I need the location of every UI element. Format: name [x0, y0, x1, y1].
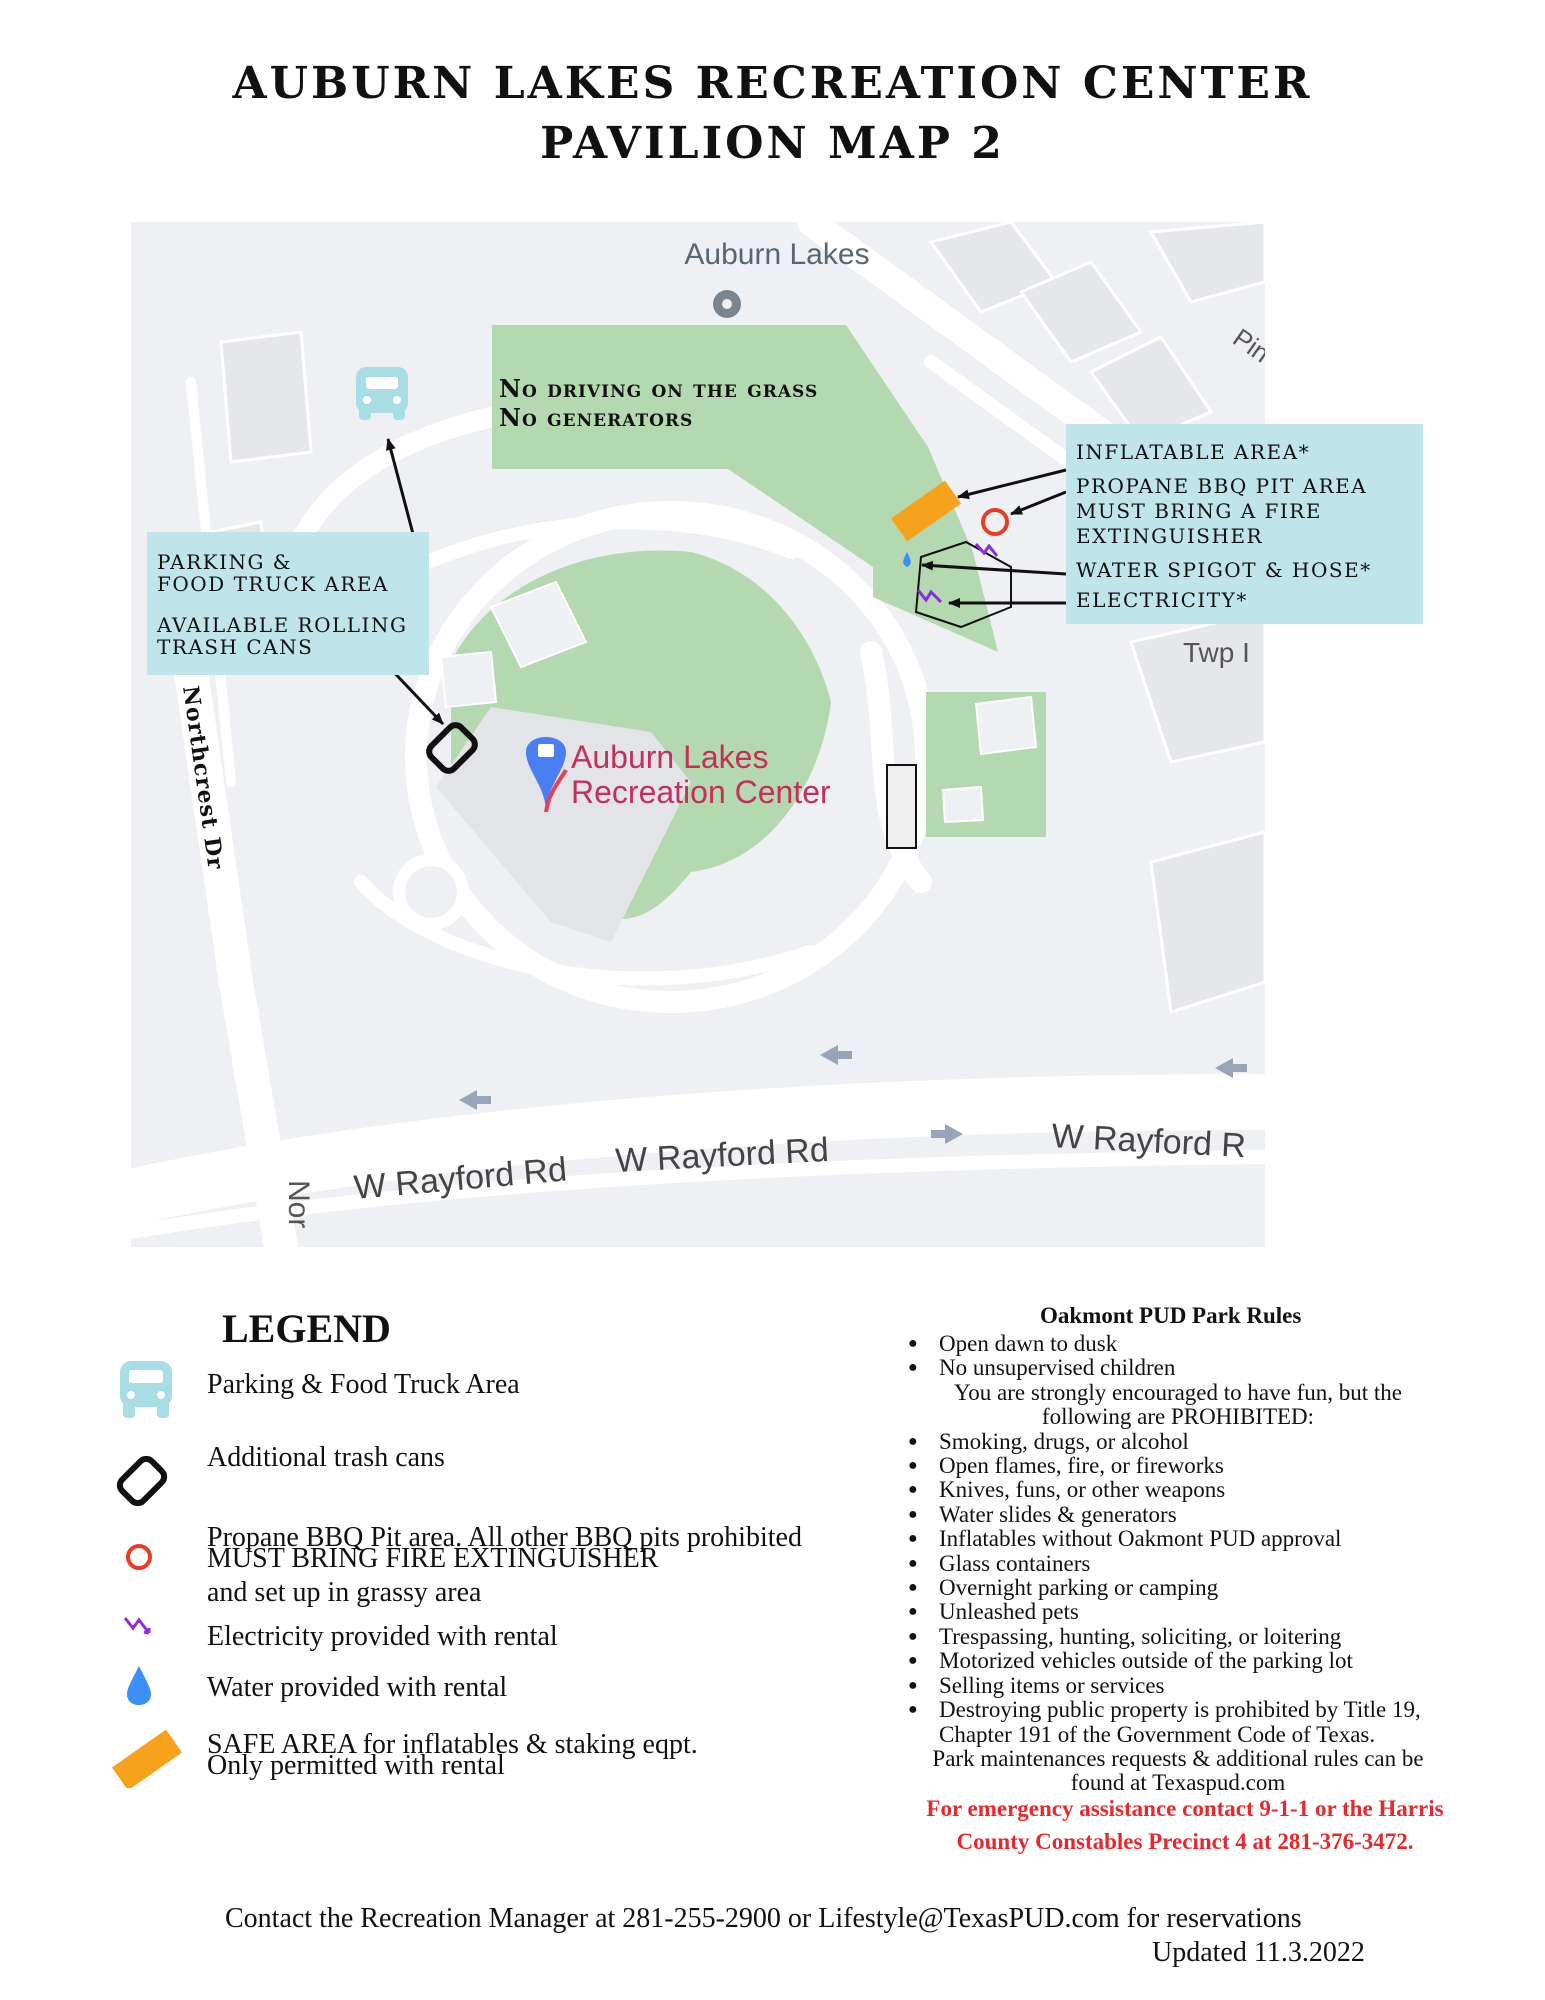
car-icon — [120, 1361, 172, 1418]
footer-contact: Contact the Recreation Manager at 281-25… — [225, 1903, 1302, 1934]
rules-list: Open dawn to dusk No unsupervised childr… — [908, 1331, 1478, 1796]
recreation-building — [436, 707, 691, 942]
location-pin-icon — [526, 737, 568, 813]
water-drop-icon — [127, 1666, 151, 1705]
trash-can-icon — [116, 1455, 168, 1507]
callout-bbq-line-1: Propane BBQ Pit Area — [1076, 474, 1368, 498]
callout-water: Water Spigot & Hose* — [1076, 558, 1372, 582]
top-grass-area — [492, 325, 998, 652]
traffic-arrows — [459, 1045, 1247, 1144]
grass-note-line-1: No driving on the grass — [499, 374, 818, 403]
legend-bbq-line-1: Propane BBQ Pit area. All other BBQ pits… — [207, 1522, 802, 1553]
callout-parking-line-1: Parking & — [157, 550, 293, 574]
legend-parking: Parking & Food Truck Area — [207, 1369, 520, 1400]
rule-item: Open flames, fire, or fireworks — [908, 1453, 1478, 1479]
callout-amenities: Inflatable Area* Propane BBQ Pit Area Mu… — [1066, 424, 1423, 624]
callout-parking: Parking & Food Truck Area Available Roll… — [147, 532, 429, 675]
east-lawn-block-1 — [974, 695, 1038, 756]
road-label-twp: Twp I — [1183, 637, 1250, 668]
pavilion-map: Auburn Lakes Auburn Lakes Recreation Cen… — [131, 222, 1265, 1247]
cul-de-sac — [393, 854, 469, 930]
rule-item: Glass containers — [908, 1551, 1478, 1577]
rule-note: You are strongly encouraged to have fun,… — [954, 1379, 1402, 1430]
place-marker-dot — [722, 299, 732, 309]
pavilion-structure — [886, 764, 917, 849]
inflatable-icon — [890, 480, 962, 542]
electricity-icon — [974, 543, 999, 557]
rule-item: Knives, funs, or other weapons — [908, 1478, 1478, 1504]
electricity-hexagon — [914, 540, 1012, 629]
roof-block-2 — [439, 650, 498, 709]
callout-parking-line-2: Food Truck Area — [157, 572, 389, 596]
rule-item: Water slides & generators — [908, 1502, 1478, 1528]
footer-updated: Updated 11.3.2022 — [1152, 1937, 1365, 1968]
water-drop-icon — [903, 552, 911, 567]
rule-note: Park maintenances requests & additional … — [932, 1745, 1424, 1796]
rule-item: Selling items or services — [908, 1673, 1478, 1699]
callout-bbq-line-2: Must bring a fire — [1076, 499, 1322, 523]
rule-item: Overnight parking or camping — [908, 1575, 1478, 1601]
rule-item: Motorized vehicles outside of the parkin… — [908, 1648, 1478, 1674]
legend-trash: Additional trash cans — [207, 1442, 445, 1473]
bbq-circle-icon — [981, 508, 1009, 536]
rule-item: Trespassing, hunting, soliciting, or loi… — [908, 1624, 1478, 1650]
electricity-icon — [123, 1617, 151, 1635]
legend-inflatable-line-2: Only permitted with rental — [207, 1750, 505, 1781]
car-icon — [356, 367, 408, 420]
legend-water: Water provided with rental — [207, 1672, 508, 1703]
legend-electricity: Electricity provided with rental — [207, 1621, 558, 1652]
rule-item: Destroying public property is prohibited… — [908, 1697, 1478, 1747]
legend-inflatable-line-1: SAFE AREA for inflatables & staking eqpt… — [207, 1729, 698, 1760]
legend-bbq-line-3: and set up in grassy area — [207, 1577, 482, 1608]
rule-item: No unsupervised children — [908, 1355, 1478, 1381]
callout-electricity: Electricity* — [1076, 588, 1248, 612]
grass-note-line-2: No generators — [499, 403, 693, 432]
rule-item: Unleashed pets — [908, 1600, 1478, 1626]
rule-item: Open dawn to dusk — [908, 1331, 1478, 1357]
bbq-circle-icon — [126, 1544, 152, 1570]
callout-trash-line-2: Trash Cans — [157, 635, 314, 659]
map-roads — [131, 222, 1265, 1247]
center-label-line-1: Auburn Lakes — [571, 739, 768, 775]
inflatable-icon — [111, 1730, 183, 1788]
electricity-icon — [916, 589, 943, 604]
rules-title: Oakmont PUD Park Rules — [1040, 1303, 1302, 1328]
legend-bbq-line-2: MUST BRING FIRE EXTINGUISHER — [207, 1543, 659, 1574]
emergency-line-2: County Constables Precinct 4 at 281-376-… — [956, 1829, 1414, 1854]
center-label-line-2: Recreation Center — [571, 774, 831, 810]
callout-bbq-line-3: extinguisher — [1076, 524, 1264, 548]
emergency-line-1: For emergency assistance contact 9-1-1 o… — [926, 1796, 1444, 1821]
legend-title: LEGEND — [222, 1306, 391, 1351]
east-lawn-block-2 — [941, 785, 985, 824]
rule-item: Smoking, drugs, or alcohol — [908, 1429, 1478, 1455]
roof-block-1 — [489, 580, 588, 669]
callout-trash-line-1: Available Rolling — [157, 613, 408, 637]
place-label: Auburn Lakes — [684, 238, 869, 271]
trash-can-icon — [426, 722, 478, 774]
title-line-1: AUBURN LAKES RECREATION CENTER — [232, 58, 1313, 109]
title-line-2: PAVILION MAP 2 — [540, 118, 1005, 169]
road-label-nor: Nor — [282, 1180, 315, 1228]
rule-item: Inflatables without Oakmont PUD approval — [908, 1526, 1478, 1552]
callout-inflatable: Inflatable Area* — [1076, 440, 1311, 464]
